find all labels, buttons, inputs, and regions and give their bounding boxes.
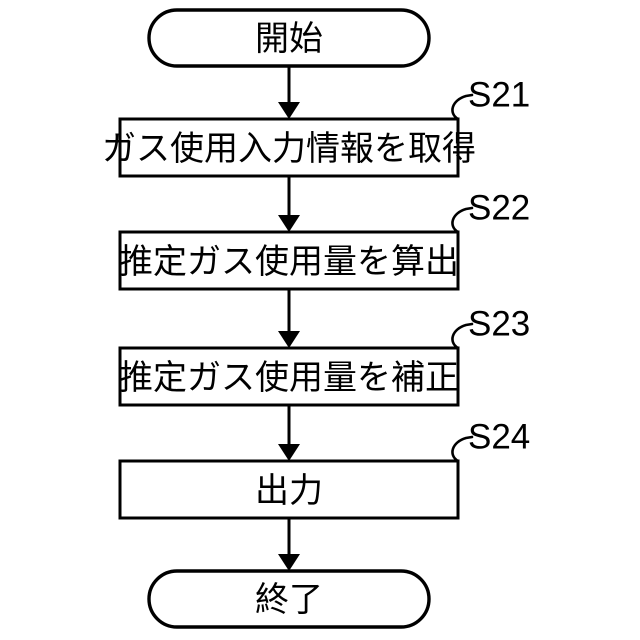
- s24-process-label: 出力: [255, 471, 323, 511]
- s24-leader-line: [451, 435, 474, 463]
- arrow-head-4: [278, 444, 300, 461]
- end-terminator-label: 終了: [255, 580, 323, 620]
- s23-leader-line: [451, 322, 474, 350]
- arrow-head-1: [278, 102, 300, 119]
- arrow-head-3: [278, 331, 300, 348]
- s24-process-shape: [118, 459, 460, 520]
- s21-leader-line: [451, 93, 474, 121]
- start-terminator-label: 開始: [255, 19, 323, 59]
- s23-process-shape: [118, 346, 460, 407]
- connector-s21-to-s22: [278, 176, 300, 232]
- arrow-head-2: [278, 215, 300, 232]
- node-s21: ガス使用入力情報を取得 S21: [102, 76, 530, 178]
- s22-leader-line: [451, 206, 474, 234]
- s21-process-shape: [118, 117, 460, 178]
- s23-step-label: S23: [468, 305, 530, 344]
- node-s24: 出力 S24: [118, 418, 530, 520]
- s21-step-label: S21: [468, 76, 530, 115]
- s21-process-label: ガス使用入力情報を取得: [102, 129, 476, 169]
- s22-process-shape: [118, 230, 460, 291]
- connector-s24-to-end: [278, 518, 300, 571]
- node-s22: 推定ガス使用量を算出 S22: [118, 189, 530, 291]
- connector-start-to-s21: [278, 66, 300, 119]
- node-s23: 推定ガス使用量を補正 S23: [118, 305, 530, 407]
- s22-step-label: S22: [468, 189, 530, 228]
- connector-s23-to-s24: [278, 405, 300, 461]
- s24-step-label: S24: [468, 418, 530, 457]
- s23-process-label: 推定ガス使用量を補正: [119, 358, 459, 398]
- s22-process-label: 推定ガス使用量を算出: [119, 242, 459, 282]
- arrow-head-5: [278, 554, 300, 571]
- end-terminator-shape: [147, 569, 431, 629]
- node-end: 終了: [147, 569, 431, 629]
- node-start: 開始: [147, 8, 431, 68]
- connector-s22-to-s23: [278, 289, 300, 348]
